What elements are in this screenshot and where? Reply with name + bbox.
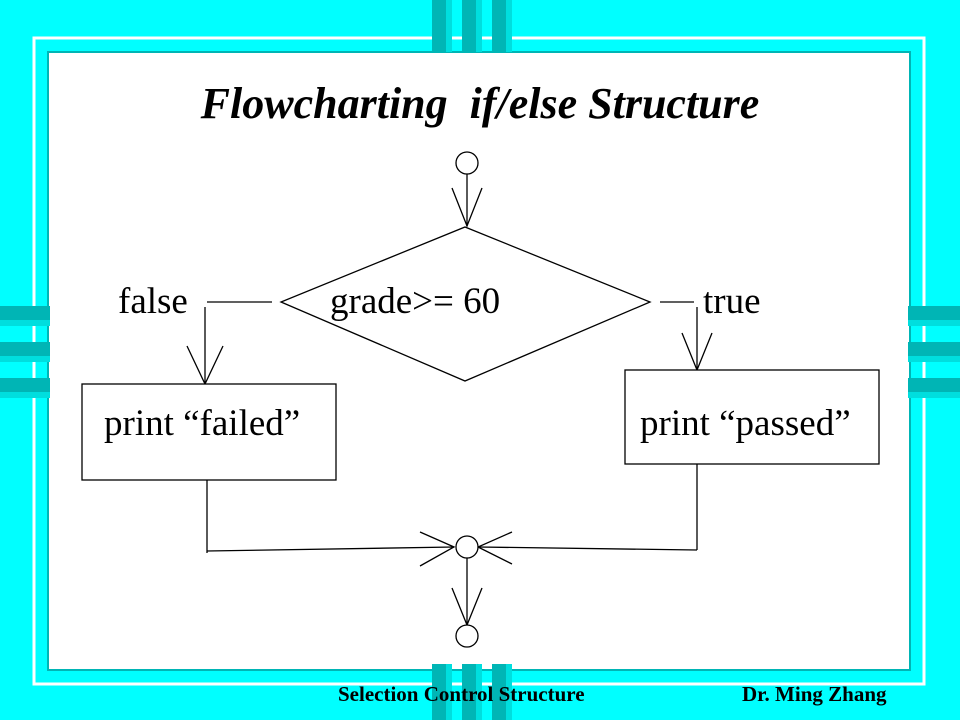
footer-author: Dr. Ming Zhang (742, 682, 887, 706)
failed-action-label: print “failed” (104, 403, 301, 444)
passed-process-box (624, 369, 880, 465)
start-connector (455, 151, 479, 175)
entry-arrowhead (451, 187, 483, 228)
failed-join-arrowhead (419, 531, 456, 567)
false-label: false (118, 281, 188, 322)
right-decor-bars (908, 306, 960, 398)
failed-exit-horizontal (206, 546, 455, 552)
end-connector (455, 624, 479, 648)
passed-action-label: print “passed” (640, 403, 851, 444)
footer-topic: Selection Control Structure (338, 682, 585, 706)
true-label: true (703, 281, 761, 322)
bottom-decor-bars (432, 664, 512, 720)
decision-diamond (279, 226, 652, 382)
failed-process-box (81, 383, 337, 481)
left-decor-bars (0, 306, 50, 398)
passed-exit-horizontal (477, 546, 698, 551)
join-connector (455, 535, 479, 559)
decision-condition-label: grade>= 60 (330, 281, 501, 322)
top-decor-bars (432, 0, 512, 52)
slide-title: Flowcharting if/else Structure (200, 79, 760, 128)
